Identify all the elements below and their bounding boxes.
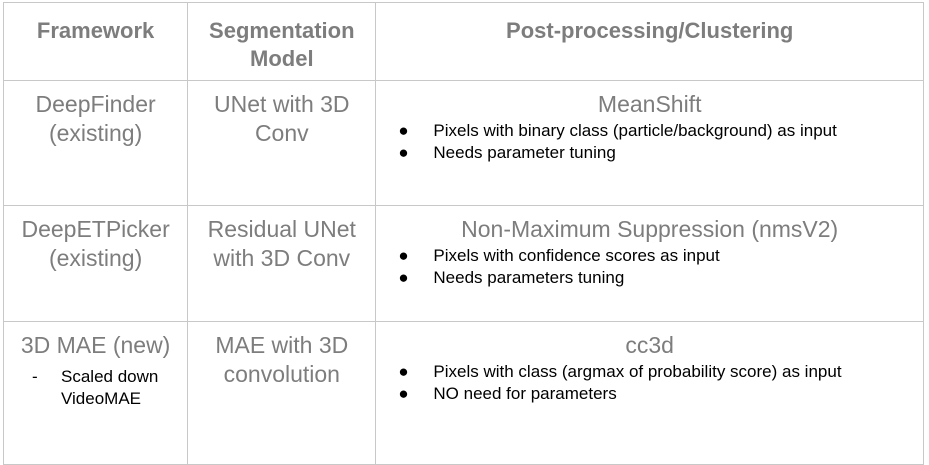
- header-row: Framework Segmentation Model Post-proces…: [2, 2, 924, 81]
- post-processing-cell: Non-Maximum Suppression (nmsV2) ●Pixels …: [375, 205, 924, 322]
- header-framework: Framework: [2, 2, 189, 81]
- header-post-processing: Post-processing/Clustering: [375, 2, 924, 81]
- table-row: 3D MAE (new) - Scaled down VideoMAE MAE w…: [2, 321, 924, 465]
- list-item: ●NO need for parameters: [398, 384, 617, 403]
- bullet-icon: ●: [398, 384, 409, 403]
- header-segmentation-model: Segmentation Model: [187, 2, 377, 81]
- list-item: ●Needs parameters tuning: [398, 268, 625, 287]
- list-item: - Scaled down VideoMAE: [4, 366, 187, 410]
- framework-note-list: - Scaled down VideoMAE: [4, 366, 187, 410]
- model-name: UNet with 3D Conv: [214, 91, 350, 146]
- bullet-icon: ●: [398, 121, 409, 140]
- framework-cell: 3D MAE (new) - Scaled down VideoMAE: [2, 321, 189, 465]
- list-item: ●Pixels with confidence scores as input: [398, 246, 720, 265]
- model-cell: UNet with 3D Conv: [187, 80, 377, 206]
- method-name: MeanShift: [597, 91, 702, 117]
- framework-note: Scaled down VideoMAE: [61, 367, 159, 408]
- dash-icon: -: [32, 367, 38, 386]
- framework-cell: DeepFinder (existing): [2, 80, 189, 206]
- framework-cell: DeepETPicker (existing): [2, 205, 189, 322]
- bullet-list: ●Pixels with confidence scores as input …: [376, 245, 923, 289]
- post-processing-cell: cc3d ●Pixels with class (argmax of proba…: [375, 321, 924, 465]
- framework-name: DeepETPicker (existing): [21, 216, 170, 271]
- model-name: Residual UNet with 3D Conv: [207, 216, 356, 271]
- post-processing-cell: MeanShift ●Pixels with binary class (par…: [375, 80, 924, 206]
- framework-name: DeepFinder (existing): [35, 91, 156, 146]
- model-cell: Residual UNet with 3D Conv: [187, 205, 377, 322]
- framework-name: 3D MAE (new): [20, 332, 171, 358]
- bullet-icon: ●: [398, 362, 409, 381]
- bullet-list: ●Pixels with class (argmax of probabilit…: [376, 361, 923, 405]
- bullet-icon: ●: [398, 246, 409, 265]
- bullet-list: ●Pixels with binary class (particle/back…: [376, 120, 923, 164]
- model-name: MAE with 3D convolution: [215, 332, 349, 387]
- table-row: DeepETPicker (existing) Residual UNet wi…: [2, 205, 924, 322]
- list-item: ●Pixels with binary class (particle/back…: [398, 121, 837, 140]
- bullet-icon: ●: [398, 268, 409, 287]
- list-item: ●Needs parameter tuning: [398, 143, 616, 162]
- bullet-icon: ●: [398, 143, 409, 162]
- list-item: ●Pixels with class (argmax of probabilit…: [398, 362, 842, 381]
- method-name: Non-Maximum Suppression (nmsV2): [461, 216, 839, 242]
- table-row: DeepFinder (existing) UNet with 3D Conv …: [2, 80, 924, 206]
- method-name: cc3d: [625, 332, 674, 358]
- model-cell: MAE with 3D convolution: [187, 321, 377, 465]
